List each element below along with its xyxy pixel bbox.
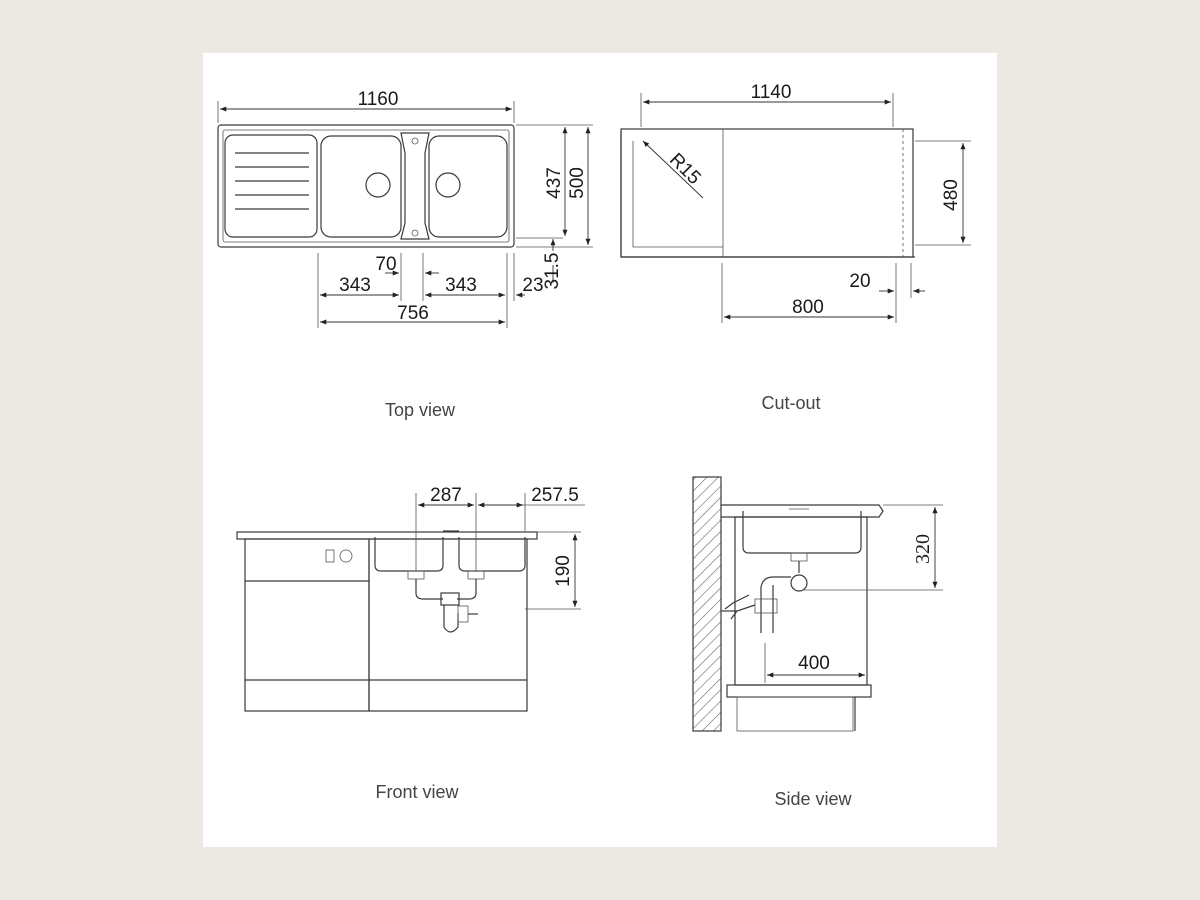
technical-drawing: 1160 437 500 31.5 70 343 343 23 756 Top … [217,82,971,809]
dim-side-depth: 320 [912,534,934,564]
left-drain [365,172,391,198]
dim-bowl-right: 343 [445,275,477,296]
dim-edge: 23 [522,275,543,296]
top-view: 1160 437 500 31.5 70 343 343 23 756 Top … [217,89,593,420]
cutout-outline [620,128,914,258]
dim-bowl-height: 190 [553,555,574,587]
dim-divider: 70 [375,254,396,275]
dim-bowls-total: 756 [397,303,429,324]
dim-cutout-depth: 480 [941,179,962,211]
front-view: 287 257.5 190 Front view [236,485,585,802]
dim-right-offset: 257.5 [531,485,579,506]
dim-overall-width: 1160 [358,89,399,110]
side-countertop [721,504,884,518]
cut-out-view: 1140 R15 480 20 800 Cut-out [620,82,971,413]
right-drain [435,172,461,198]
right-cabinet [368,538,528,712]
dim-cutout-offset: 20 [849,271,870,292]
dim-bowl-left: 343 [339,275,371,296]
wall [692,476,722,732]
dim-radius: R15 [665,149,704,188]
divider [400,132,430,240]
dim-cutout-width: 1140 [751,82,792,103]
waste-trap [407,570,485,633]
right-bowl [428,135,508,238]
dim-overall-depth: 500 [567,167,588,199]
side-waste-pipe [721,552,808,633]
countertop [236,531,538,540]
drawing-sheet: 1160 437 500 31.5 70 343 343 23 756 Top … [203,53,997,847]
drainer-ribs [224,134,318,238]
front-left-bowl [374,537,444,572]
sink-outline [217,124,515,248]
dim-bowl-cut: 800 [792,297,824,318]
caption-front-view: Front view [375,782,459,802]
dim-drain-spacing: 287 [430,485,462,506]
caption-top-view: Top view [385,400,456,420]
caption-side-view: Side view [774,789,852,809]
dim-bowl-depth: 437 [544,167,565,199]
left-cabinet [244,538,370,712]
side-view: 320 400 Side view [692,476,943,809]
dim-drain: 31.5 [542,253,563,290]
dim-cabinet: 400 [798,653,830,674]
front-right-bowl [458,537,526,572]
left-bowl [320,135,402,238]
caption-cut-out: Cut-out [761,393,820,413]
